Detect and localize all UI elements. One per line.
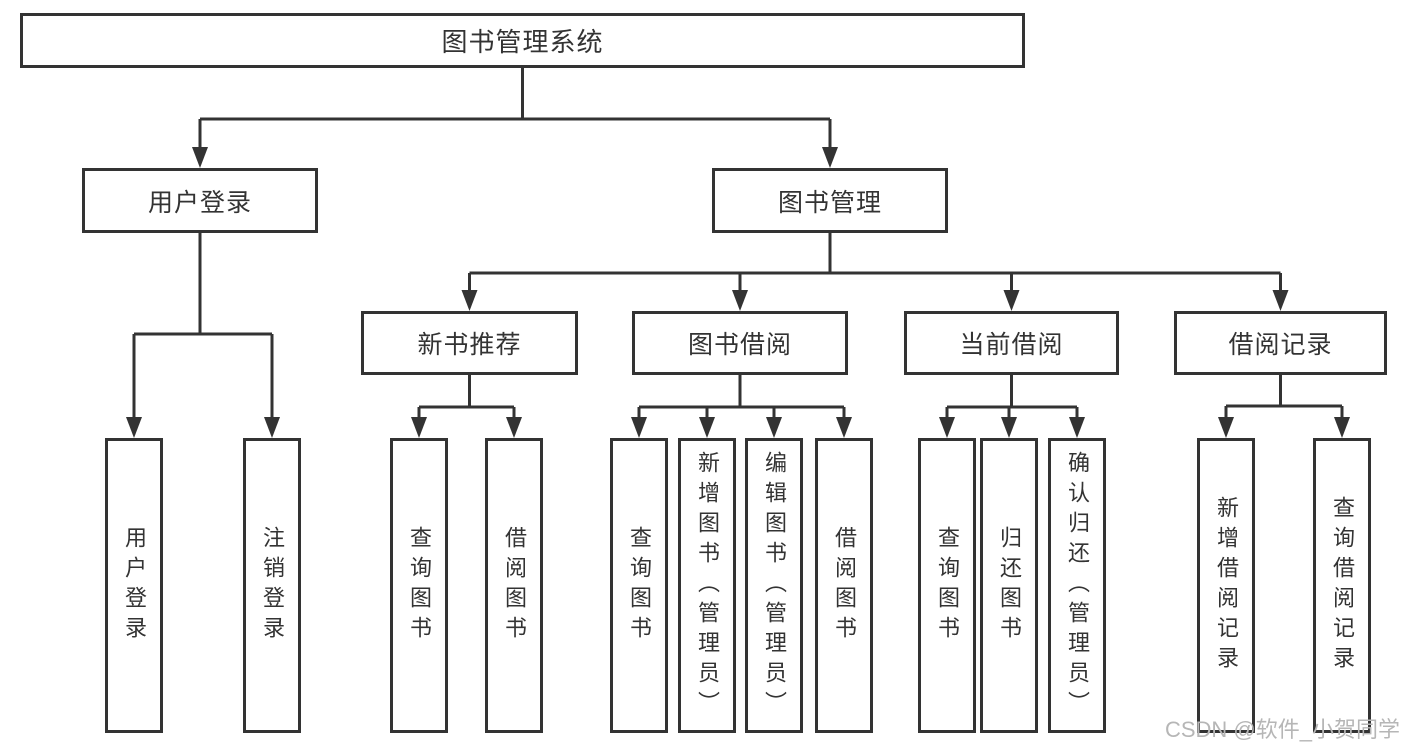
node-label: 借阅记录 xyxy=(1228,331,1333,359)
node-label: 用户登录 xyxy=(122,525,147,646)
csdn-watermark: CSDN @软件_小贺同学 xyxy=(1164,717,1400,742)
node-borrowing-records: 借阅记录 xyxy=(1174,311,1387,375)
node-label: 查询图书 xyxy=(935,525,960,646)
node-user-login: 用户登录 xyxy=(82,168,318,233)
node-label: 图书管理系统 xyxy=(441,27,604,57)
node-label: 借阅图书 xyxy=(502,525,527,646)
node-library-management-system: 图书管理系统 xyxy=(20,13,1025,68)
node-book-management: 图书管理 xyxy=(712,168,948,233)
node-label: 查询借阅记录 xyxy=(1330,495,1355,676)
node-leaf-logout: 注销登录 xyxy=(243,438,301,733)
node-leaf-add-borrow-record: 新增借阅记录 xyxy=(1197,438,1255,733)
node-leaf-query-books-borrowing: 查询图书 xyxy=(610,438,668,733)
node-book-borrowing: 图书借阅 xyxy=(632,311,848,375)
node-label: 新书推荐 xyxy=(417,331,522,359)
node-label: 新增借阅记录 xyxy=(1214,495,1239,676)
node-leaf-borrow-books-recommend: 借阅图书 xyxy=(485,438,543,733)
node-leaf-return-books: 归还图书 xyxy=(980,438,1038,733)
node-leaf-query-borrow-record: 查询借阅记录 xyxy=(1313,438,1371,733)
node-leaf-add-books-admin: 新增图书（管理员） xyxy=(678,438,736,733)
node-label: 当前借阅 xyxy=(959,331,1064,359)
node-leaf-query-books-current: 查询图书 xyxy=(918,438,976,733)
node-leaf-confirm-return-admin: 确认归还（管理员） xyxy=(1048,438,1106,733)
node-leaf-query-books-recommend: 查询图书 xyxy=(390,438,448,733)
node-label: 图书借阅 xyxy=(687,331,792,359)
node-label: 用户登录 xyxy=(147,188,252,217)
arrowheads xyxy=(126,147,1350,438)
node-label: 查询图书 xyxy=(627,525,652,646)
node-label: 注销登录 xyxy=(260,525,285,646)
node-label: 新增图书（管理员） xyxy=(695,450,720,721)
node-label: 查询图书 xyxy=(407,525,432,646)
node-leaf-edit-books-admin: 编辑图书（管理员） xyxy=(745,438,803,733)
node-label: 借阅图书 xyxy=(832,525,857,646)
node-label: 归还图书 xyxy=(997,525,1022,646)
node-leaf-user-login: 用户登录 xyxy=(105,438,163,733)
node-label: 确认归还（管理员） xyxy=(1065,450,1090,721)
node-leaf-borrow-books-borrowing: 借阅图书 xyxy=(815,438,873,733)
node-label: 编辑图书（管理员） xyxy=(762,450,787,721)
node-current-borrowing: 当前借阅 xyxy=(904,311,1119,375)
node-new-book-recommend: 新书推荐 xyxy=(361,311,578,375)
node-label: 图书管理 xyxy=(777,188,882,217)
